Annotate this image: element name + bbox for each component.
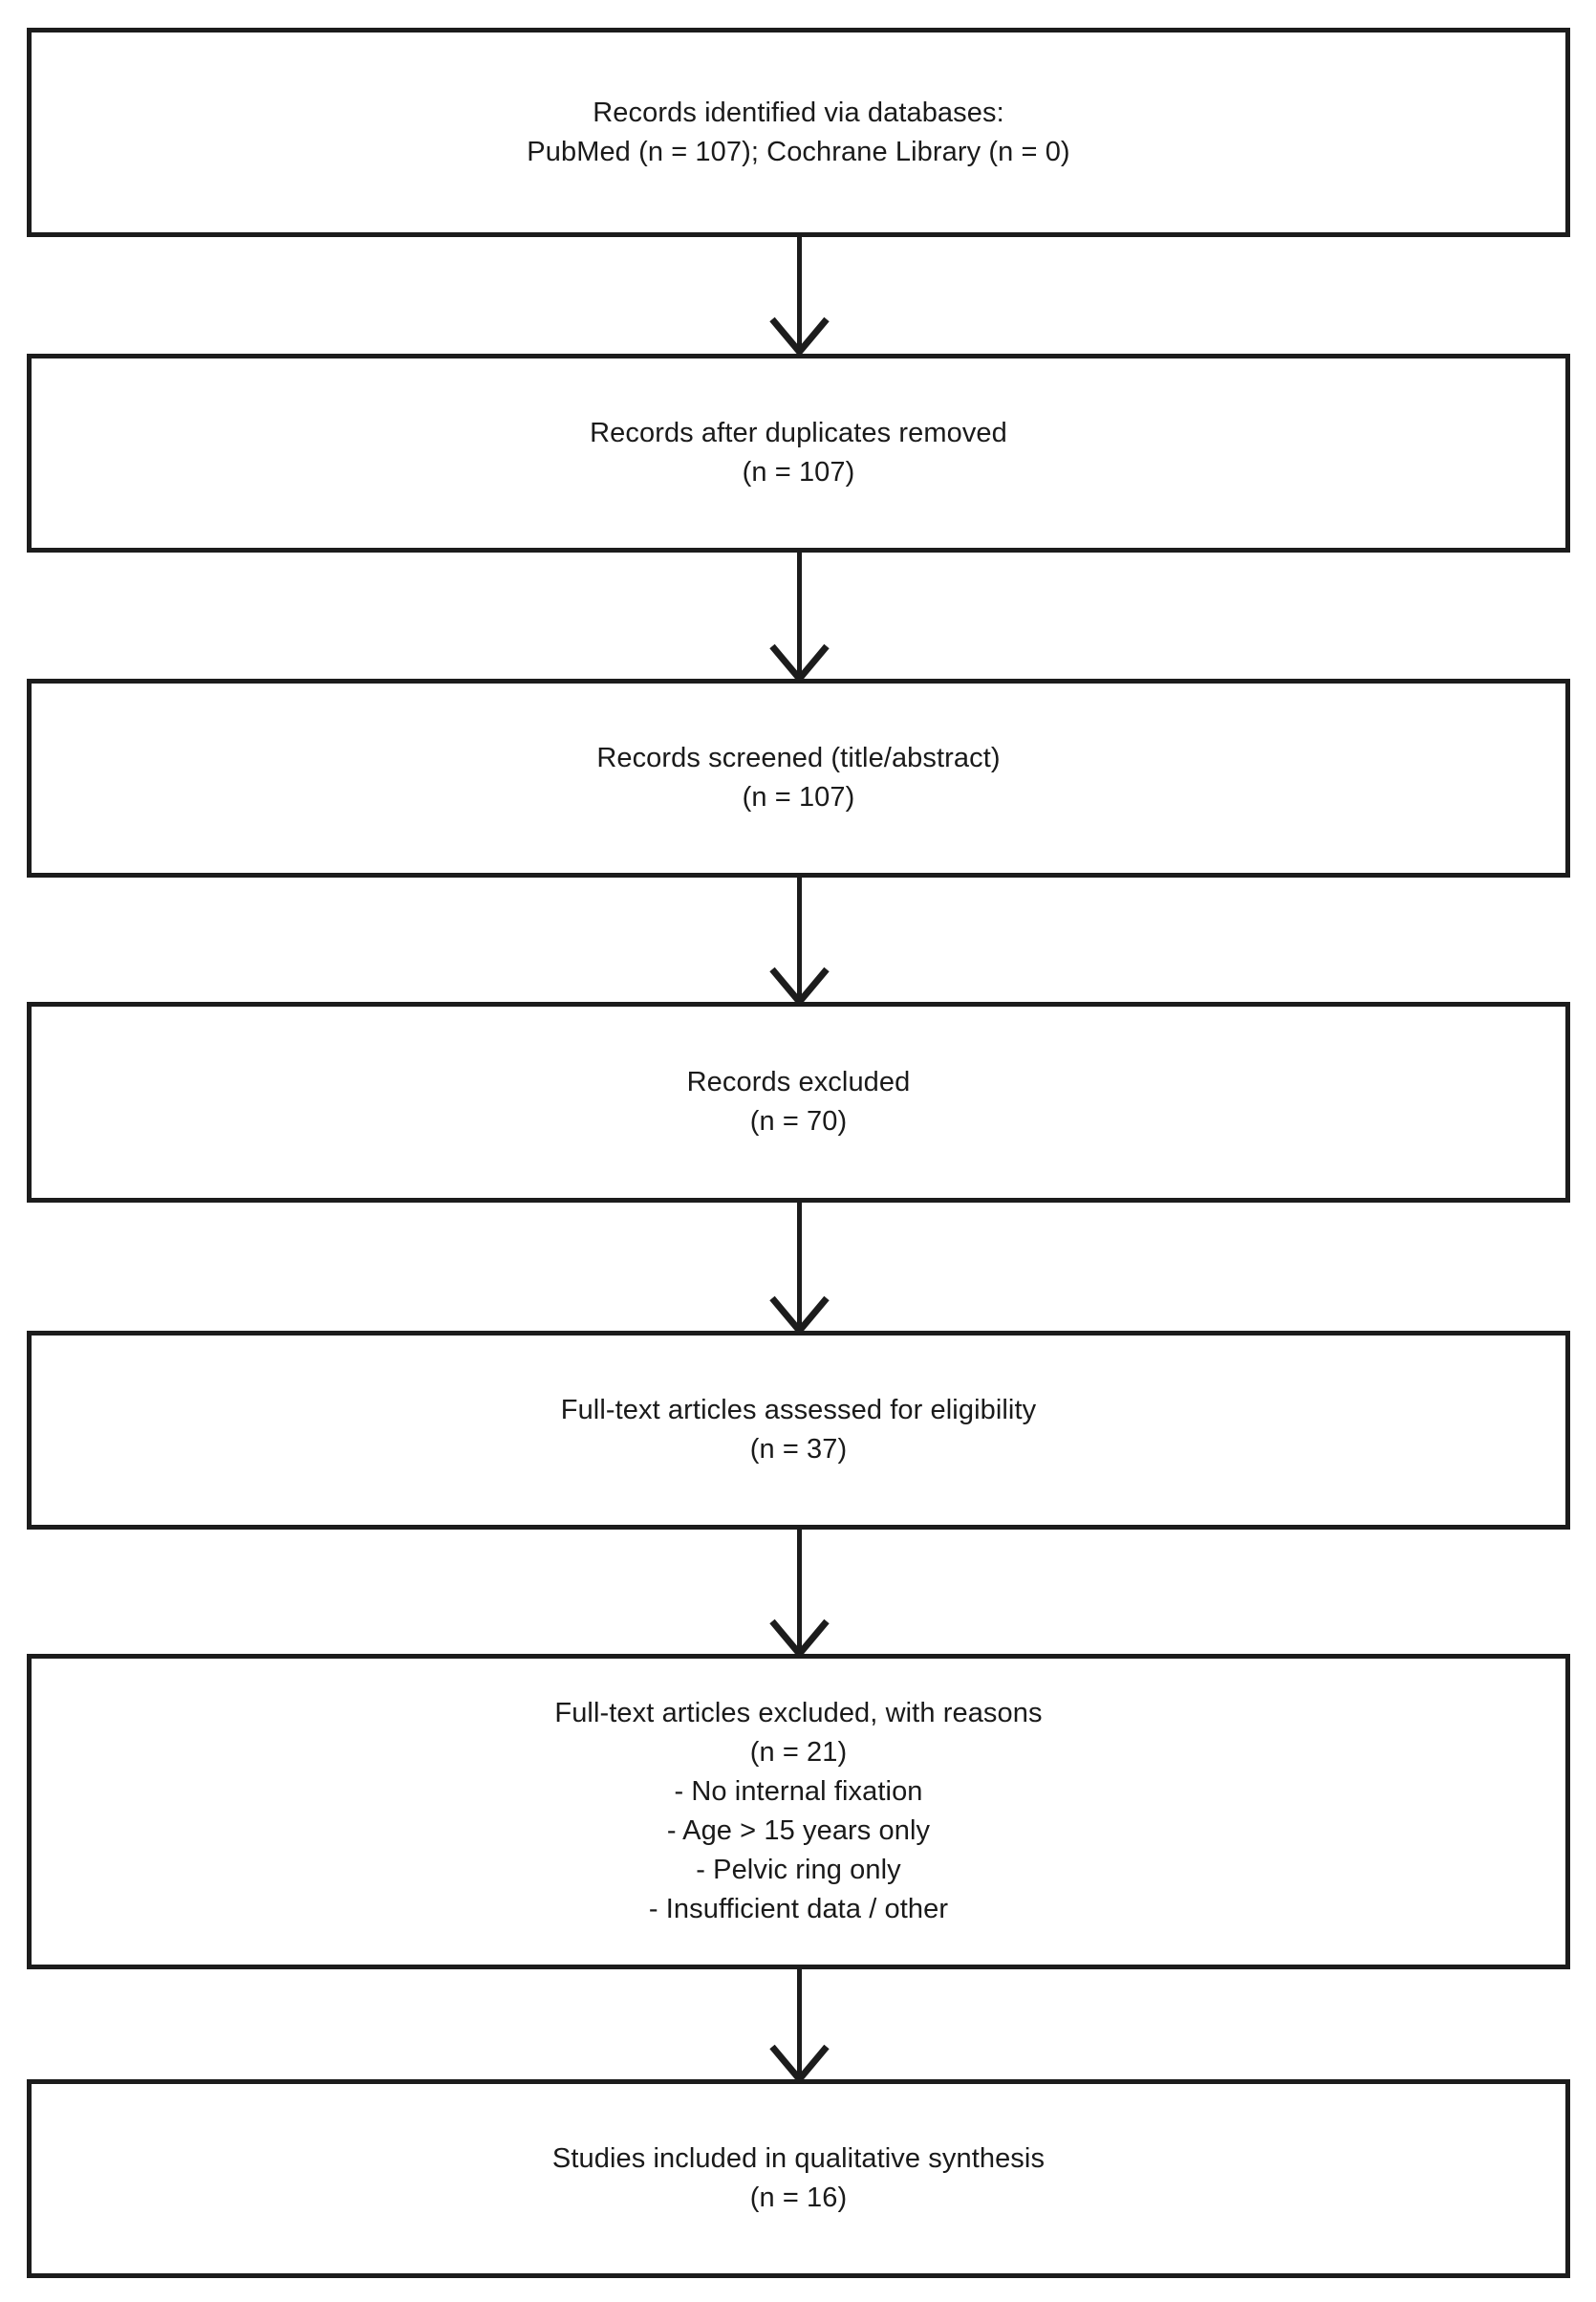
box-records-screened-line-2: (n = 107) bbox=[742, 782, 855, 813]
box-fulltext-assessed: Full-text articles assessed for eligibil… bbox=[27, 1331, 1570, 1530]
box-studies-included: Studies included in qualitative synthesi… bbox=[27, 2079, 1570, 2278]
box-fulltext-excluded-line-1: Full-text articles excluded, with reason… bbox=[554, 1698, 1043, 1728]
box-duplicates-removed: Records after duplicates removed (n = 10… bbox=[27, 354, 1570, 553]
box-fulltext-excluded-reason-1: - No internal fixation bbox=[674, 1776, 923, 1807]
box-studies-included-line-2: (n = 16) bbox=[749, 2183, 848, 2213]
box-fulltext-assessed-line-1: Full-text articles assessed for eligibil… bbox=[560, 1395, 1037, 1425]
box-identification: Records identified via databases: PubMed… bbox=[27, 28, 1570, 237]
box-fulltext-excluded-line-2: (n = 21) bbox=[749, 1737, 848, 1768]
box-identification-line-1: Records identified via databases: bbox=[593, 97, 1004, 128]
box-records-excluded: Records excluded (n = 70) bbox=[27, 1002, 1570, 1203]
box-records-screened: Records screened (title/abstract) (n = 1… bbox=[27, 679, 1570, 878]
box-records-screened-line-1: Records screened (title/abstract) bbox=[596, 743, 1001, 773]
box-studies-included-line-1: Studies included in qualitative synthesi… bbox=[551, 2143, 1046, 2174]
box-records-excluded-line-2: (n = 70) bbox=[749, 1106, 848, 1137]
box-fulltext-excluded-reason-3: - Pelvic ring only bbox=[696, 1855, 901, 1885]
box-duplicates-removed-line-2: (n = 107) bbox=[742, 457, 855, 488]
box-fulltext-assessed-line-2: (n = 37) bbox=[749, 1434, 848, 1465]
box-fulltext-excluded: Full-text articles excluded, with reason… bbox=[27, 1654, 1570, 1969]
box-fulltext-excluded-reason-4: - Insufficient data / other bbox=[648, 1894, 949, 1924]
box-fulltext-excluded-reason-2: - Age > 15 years only bbox=[666, 1815, 931, 1846]
box-identification-line-2: PubMed (n = 107); Cochrane Library (n = … bbox=[527, 136, 1070, 167]
box-duplicates-removed-line-1: Records after duplicates removed bbox=[590, 418, 1007, 448]
box-records-excluded-line-1: Records excluded bbox=[686, 1067, 911, 1097]
